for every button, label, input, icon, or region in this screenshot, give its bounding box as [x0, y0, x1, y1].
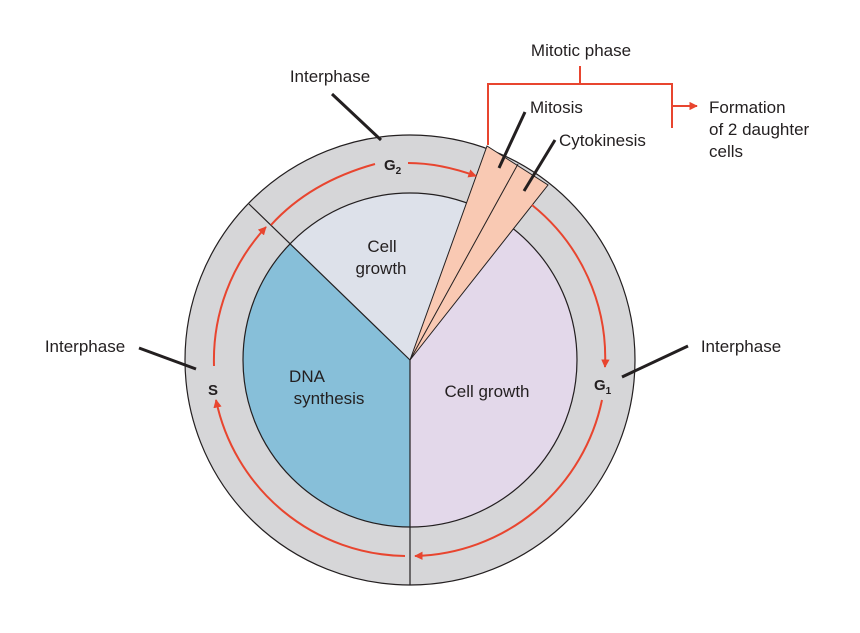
pointer-interphase-left — [138, 346, 197, 371]
g2-phase-label: G2 — [384, 157, 402, 177]
interphase-label-left: Interphase — [45, 337, 125, 356]
divider-s-g2 — [248, 203, 411, 361]
cytokinesis-label: Cytokinesis — [559, 131, 646, 150]
pointer-cytokinesis — [522, 139, 557, 192]
arrow-s-to-upper — [212, 226, 267, 367]
arrow-s-to-g2 — [270, 163, 376, 226]
dna-synthesis-label-line2: synthesis — [294, 389, 365, 408]
formation-label-line3: cells — [709, 142, 743, 161]
arrow-g2-segment — [407, 162, 477, 178]
cell-growth-g2-sector — [290, 193, 467, 360]
mitosis-cytokinesis-divider — [409, 163, 519, 361]
pointer-mitosis — [497, 111, 527, 169]
interphase-label-right: Interphase — [701, 337, 781, 356]
dna-synthesis-label-line1: DNA — [289, 367, 326, 386]
arrow-bottom-to-s — [213, 399, 406, 557]
arrow-g1-to-bottom — [414, 399, 603, 561]
dna-synthesis-sector — [243, 244, 410, 527]
formation-label-line1: Formation — [709, 98, 786, 117]
cell-growth-g1-label: Cell growth — [444, 382, 529, 401]
arrow-g1-descending — [531, 204, 610, 368]
pointer-interphase-top — [330, 92, 383, 142]
g1-phase-label: G1 — [594, 377, 612, 397]
cell-growth-g2-label-line2: growth — [355, 259, 406, 278]
mitosis-label: Mitosis — [530, 98, 583, 117]
interphase-label-top: Interphase — [290, 67, 370, 86]
formation-label-line2: of 2 daughter — [709, 120, 810, 139]
cell-growth-g1-sector — [410, 226, 578, 528]
s-phase-label: S — [208, 382, 218, 399]
cell-growth-g2-label-line1: Cell — [367, 237, 396, 256]
mitotic-phase-label: Mitotic phase — [531, 41, 631, 60]
pointer-interphase-right — [621, 344, 689, 379]
